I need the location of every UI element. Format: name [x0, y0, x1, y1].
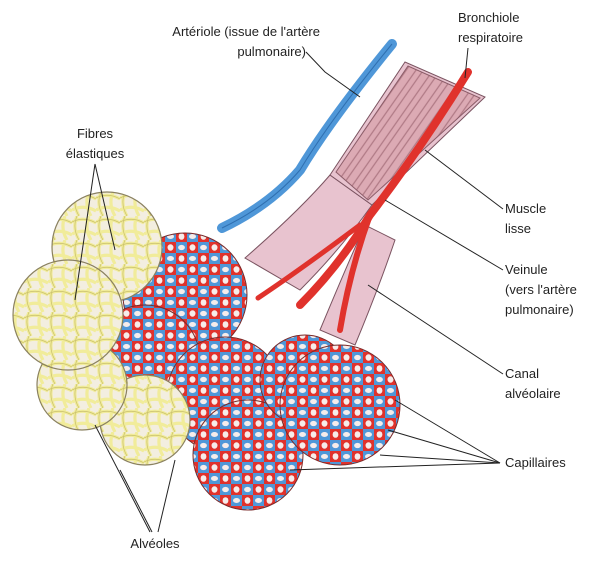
label-fibres: Fibres élastiques [66, 126, 125, 161]
veinule-label-line3: pulmonaire) [505, 302, 574, 317]
label-canal: Canal alvéolaire [505, 366, 561, 401]
canal-label-line2: alvéolaire [505, 386, 561, 401]
capillaires-leader-4 [290, 463, 500, 470]
capillaires-leader-2 [388, 430, 500, 463]
fibres-label-line1: Fibres [77, 126, 114, 141]
veinule-leader [385, 200, 503, 270]
veinule-label-line1: Veinule [505, 262, 548, 277]
muscle-label-line1: Muscle [505, 201, 546, 216]
capillaires-leader-3 [380, 455, 500, 463]
capillaires-leader-1 [395, 400, 500, 463]
alveoles-leader-2 [120, 470, 152, 532]
canal-label-line1: Canal [505, 366, 539, 381]
bronchiole-label-line1: Bronchiole [458, 10, 519, 25]
label-arteriole: Artériole (issue de l'artère pulmonaire) [172, 24, 320, 59]
muscle-label-line2: lisse [505, 221, 531, 236]
capillaires-label: Capillaires [505, 455, 566, 470]
arteriole-label-line1: Artériole (issue de l'artère [172, 24, 320, 39]
label-veinule: Veinule (vers l'artère pulmonaire) [505, 262, 577, 317]
fibres-label-line2: élastiques [66, 146, 125, 161]
label-muscle: Muscle lisse [505, 201, 546, 236]
arteriole-label-line2: pulmonaire) [237, 44, 306, 59]
canal-leader [368, 285, 503, 374]
veinule-label-line2: (vers l'artère [505, 282, 577, 297]
label-bronchiole: Bronchiole respiratoire [458, 10, 523, 45]
alveoles-label: Alvéoles [130, 536, 180, 551]
bronchiole-label-line2: respiratoire [458, 30, 523, 45]
alveoles-leader-3 [158, 460, 175, 532]
muscle-leader [425, 150, 503, 209]
